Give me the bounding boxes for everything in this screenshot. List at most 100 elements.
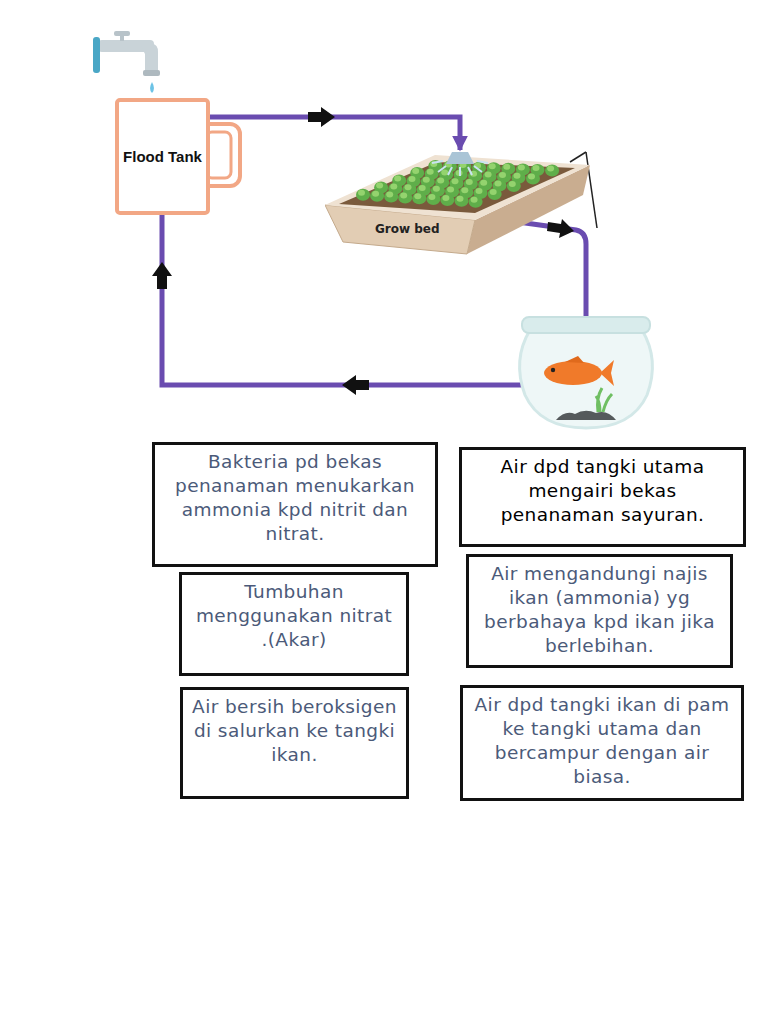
plant-leaf — [386, 192, 393, 198]
plant-leaf — [495, 180, 502, 186]
note-box: Air mengandungi najis ikan (ammonia) yg … — [466, 554, 733, 668]
plant-leaf — [358, 190, 365, 196]
plant — [412, 192, 426, 204]
note-text: Air mengandungi najis ikan (ammonia) yg … — [477, 562, 722, 658]
note-box: Air dpd tangki utama mengairi bekas pena… — [459, 447, 746, 547]
plant-leaf — [476, 188, 483, 194]
note-text: Bakteria pd bekas penanaman menukarkan a… — [163, 450, 427, 546]
plant-leaf — [547, 166, 554, 172]
plant — [507, 180, 521, 192]
plant-leaf — [489, 163, 496, 169]
faucet-stem — [120, 35, 124, 41]
plant — [488, 188, 502, 200]
plant-leaf — [457, 196, 464, 202]
flow-arrow — [152, 262, 172, 289]
plant-leaf — [427, 169, 434, 175]
fish-eye — [551, 368, 555, 372]
plant — [356, 189, 370, 201]
plant-leaf — [419, 185, 426, 191]
plant-leaf — [485, 171, 492, 177]
faucet — [93, 31, 160, 93]
tank-label: Flood Tank — [123, 148, 202, 165]
plant-leaf — [460, 162, 467, 168]
plant-leaf — [490, 189, 497, 195]
plant-leaf — [442, 195, 449, 201]
plant-leaf — [518, 164, 525, 170]
fish-fin — [565, 356, 584, 363]
faucet-tip — [143, 70, 160, 76]
plant — [545, 165, 559, 177]
plant-leaf — [447, 187, 454, 193]
faucet-spout — [140, 44, 158, 74]
bed-label: Grow bed — [375, 222, 440, 236]
plant-leaf — [528, 173, 535, 179]
water-drop — [150, 82, 154, 93]
plant-leaf — [372, 191, 379, 197]
plant-leaf — [452, 178, 459, 184]
plant-leaf — [433, 186, 440, 192]
gravel — [556, 411, 616, 420]
plant-leaf — [441, 169, 448, 175]
plant-leaf — [409, 176, 416, 182]
plant — [426, 193, 440, 205]
plant-leaf — [514, 173, 521, 179]
note-text: Air bersih beroksigen di salurkan ke tan… — [191, 695, 398, 767]
note-box: Air dpd tangki ikan di pam ke tangki uta… — [460, 685, 744, 801]
grow-bed: Grow bed — [325, 150, 590, 255]
note-box: Bakteria pd bekas penanaman menukarkan a… — [152, 442, 438, 567]
grow-bed-outline — [325, 150, 590, 255]
plant — [384, 191, 398, 203]
fish-body — [544, 361, 602, 385]
note-text: Tumbuhan menggunakan nitrat .(Akar) — [190, 580, 398, 652]
plant-leaf — [376, 183, 383, 189]
soil — [339, 162, 575, 213]
water-spray — [432, 161, 488, 176]
plant-leaf — [405, 184, 412, 190]
support-rod — [570, 152, 586, 162]
plant-leaf — [445, 162, 452, 168]
faucet-ring — [93, 37, 100, 73]
note-box: Tumbuhan menggunakan nitrat .(Akar) — [179, 572, 409, 676]
fish-tail — [600, 360, 614, 386]
flow-arrow — [547, 219, 574, 238]
note-text: Air dpd tangki utama mengairi bekas pena… — [470, 455, 735, 527]
water-plant — [596, 388, 612, 412]
tray-top — [325, 155, 590, 220]
plant-leaf — [430, 161, 437, 167]
plant-leaf — [412, 168, 419, 174]
plant-leaf — [470, 171, 477, 177]
plant — [398, 191, 412, 203]
plant-leaf — [414, 193, 421, 199]
plant-leaf — [400, 192, 407, 198]
plant-leaf — [456, 170, 463, 176]
fish-bowl — [520, 317, 653, 428]
note-text: Air dpd tangki ikan di pam ke tangki uta… — [471, 693, 733, 789]
plant — [526, 172, 540, 184]
plant — [370, 190, 384, 202]
plant-leaf — [509, 181, 516, 187]
plant — [440, 194, 454, 206]
flow-arrow — [308, 107, 335, 127]
plant-leaf — [466, 179, 473, 185]
plant-leaf — [471, 197, 478, 203]
plant-leaf — [394, 175, 401, 181]
plant-leaf — [480, 180, 487, 186]
sprinkler-head — [446, 152, 474, 164]
plant-leaf — [503, 164, 510, 170]
bowl-rim — [522, 317, 650, 333]
plant-leaf — [428, 194, 435, 200]
flow-arrow — [342, 375, 369, 395]
pipe-connector — [210, 117, 460, 150]
flood-tank: Flood Tank — [115, 98, 210, 215]
bowl-glass — [520, 330, 653, 428]
sprinkler — [432, 152, 488, 176]
plant-leaf — [533, 165, 540, 171]
note-box: Air bersih beroksigen di salurkan ke tan… — [180, 687, 409, 799]
plant-leaf — [437, 178, 444, 184]
pipe — [518, 222, 586, 320]
plant-leaf — [461, 187, 468, 193]
support-rod — [586, 152, 597, 228]
plant-leaf — [390, 183, 397, 189]
plant-leaf — [474, 163, 481, 169]
